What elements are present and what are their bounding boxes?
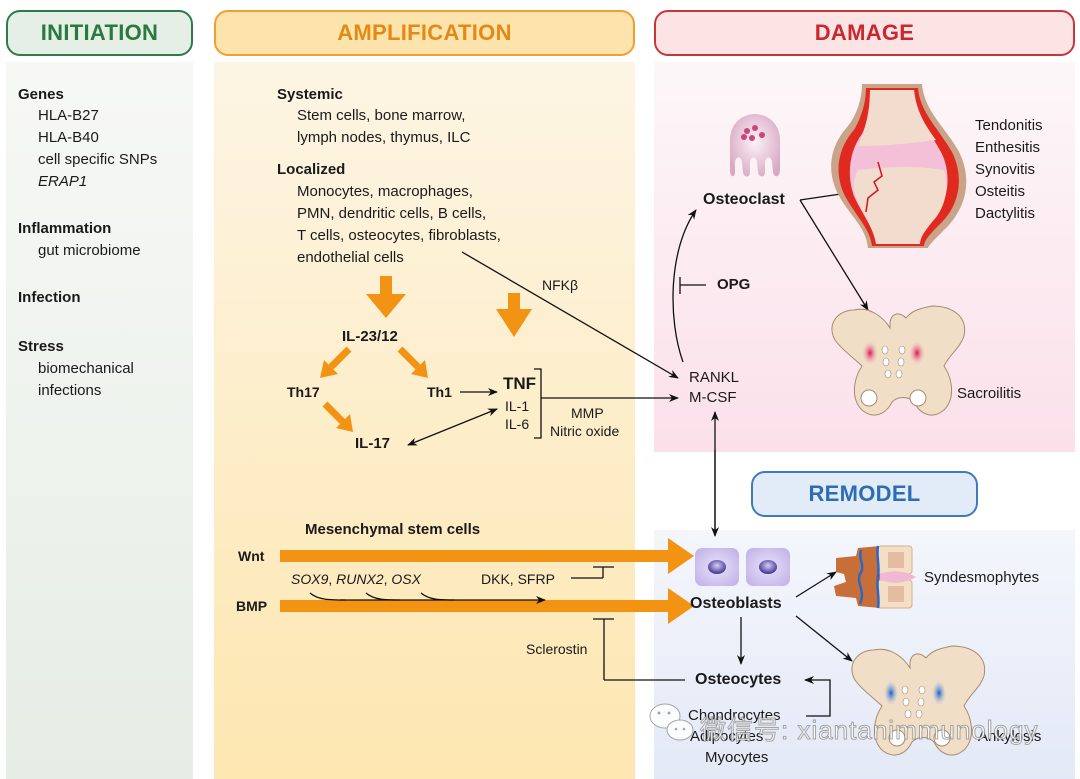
tnf-label: TNF bbox=[503, 374, 537, 393]
th1-label: Th1 bbox=[427, 384, 452, 400]
localized-line: endothelial cells bbox=[297, 249, 404, 266]
initiation-header: INITIATION bbox=[6, 10, 193, 56]
joint-condition: Synovitis bbox=[975, 161, 1036, 178]
il23-12-label: IL-23/12 bbox=[342, 328, 398, 345]
nfkb-label: NFKβ bbox=[542, 277, 579, 293]
systemic-title: Systemic bbox=[277, 86, 343, 103]
stress-title: Stress bbox=[18, 338, 64, 355]
gene-item: HLA-B27 bbox=[38, 107, 99, 124]
il17-tnf-arrow bbox=[407, 408, 498, 446]
gene-item: HLA-B40 bbox=[38, 129, 99, 146]
separator: , bbox=[328, 571, 333, 587]
osteoclast-pelvis-arrow bbox=[799, 199, 869, 311]
amplification-header: AMPLIFICATION bbox=[214, 10, 635, 56]
vertebrae-syndesmophytes-icon bbox=[834, 545, 916, 609]
remodel-header: REMODEL bbox=[751, 471, 978, 517]
damage-header: DAMAGE bbox=[654, 10, 1075, 56]
other-cell-type: Myocytes bbox=[705, 749, 769, 766]
transcription-factors: SOX9, RUNX2, OSX bbox=[291, 568, 421, 590]
pelvis-ankylosis-icon bbox=[851, 645, 986, 756]
watermark-text: 微信号: xiantanimmunology bbox=[699, 715, 1039, 746]
orange-arrow-down-2 bbox=[496, 293, 532, 337]
localized-line: Monocytes, macrophages, bbox=[297, 183, 473, 200]
nfkb-arrow bbox=[461, 251, 679, 379]
osx-label: OSX bbox=[391, 571, 421, 587]
opg-inhibition bbox=[679, 277, 706, 294]
osteoblast-syndesmophyte-arrow bbox=[795, 571, 837, 598]
sacroiliitis-label: Sacroilitis bbox=[957, 385, 1022, 402]
ankylosis-label: Ankylosis bbox=[978, 728, 1042, 745]
inflammation-title: Inflammation bbox=[18, 220, 112, 237]
orange-arrow-il23-th1 bbox=[397, 346, 428, 378]
localized-line: T cells, osteocytes, fibroblasts, bbox=[297, 227, 501, 244]
infection-title: Infection bbox=[18, 289, 81, 306]
osteoclast-icon bbox=[730, 114, 780, 177]
joint-condition: Dactylitis bbox=[975, 205, 1036, 222]
il1-label: IL-1 bbox=[505, 398, 530, 414]
syndesmophytes-label: Syndesmophytes bbox=[924, 569, 1040, 586]
sclerostin-inhibition bbox=[593, 618, 685, 681]
localized-title: Localized bbox=[277, 161, 346, 178]
dkk-sfrp-label: DKK, SFRP bbox=[481, 571, 555, 587]
osteoblast-cells-icon bbox=[695, 548, 790, 586]
other-cell-type: Chondrocytes bbox=[688, 707, 781, 724]
chondrocyte-osteocyte-arrow bbox=[804, 676, 831, 717]
osteoblasts-label: Osteoblasts bbox=[690, 595, 782, 612]
bmp-arrow bbox=[280, 588, 694, 624]
runx2-label: RUNX2 bbox=[336, 571, 384, 587]
osteoclast-label: Osteoclast bbox=[703, 191, 785, 208]
mcsf-label: M-CSF bbox=[689, 389, 737, 406]
stress-item: infections bbox=[38, 382, 102, 399]
il6-label: IL-6 bbox=[505, 416, 530, 432]
mmp-label: MMP bbox=[571, 405, 604, 421]
localized-line: PMN, dendritic cells, B cells, bbox=[297, 205, 487, 222]
opg-label: OPG bbox=[717, 276, 751, 293]
il17-label: IL-17 bbox=[355, 435, 391, 452]
rankl-label: RANKL bbox=[689, 369, 740, 386]
joint-condition: Enthesitis bbox=[975, 139, 1041, 156]
dkk-sfrp-inhibition bbox=[571, 566, 614, 579]
genes-title: Genes bbox=[18, 86, 64, 103]
sclerostin-label: Sclerostin bbox=[526, 641, 588, 657]
orange-arrow-il23-th17 bbox=[320, 346, 352, 378]
systemic-line: lymph nodes, thymus, ILC bbox=[297, 129, 471, 146]
cytokine-bracket bbox=[534, 368, 542, 439]
orange-arrow-th17-il17 bbox=[322, 401, 353, 432]
nitric-oxide-label: Nitric oxide bbox=[550, 423, 620, 439]
inflammation-item: gut microbiome bbox=[38, 242, 141, 259]
osteoblast-ankylosis-arrow bbox=[795, 615, 853, 662]
gene-item: ERAP1 bbox=[38, 173, 88, 190]
pelvis-sacroiliitis-icon bbox=[831, 305, 966, 416]
th17-label: Th17 bbox=[287, 384, 320, 400]
joint-condition: Osteitis bbox=[975, 183, 1026, 200]
other-cell-type: Adipocytes bbox=[690, 728, 764, 745]
initiation-panel bbox=[6, 62, 193, 779]
msc-title: Mesenchymal stem cells bbox=[305, 521, 481, 538]
gene-item: cell specific SNPs bbox=[38, 151, 158, 168]
orange-arrow-down-1 bbox=[366, 276, 406, 318]
transcription-factor-arrows bbox=[309, 592, 546, 604]
separator: , bbox=[383, 571, 388, 587]
wnt-label: Wnt bbox=[238, 548, 265, 564]
wechat-icon bbox=[649, 703, 694, 741]
bmp-label: BMP bbox=[236, 598, 268, 614]
stress-item: biomechanical bbox=[38, 360, 134, 377]
systemic-line: Stem cells, bone marrow, bbox=[297, 107, 466, 124]
sox9-label: SOX9 bbox=[291, 571, 329, 587]
wnt-arrow bbox=[280, 538, 694, 574]
osteocytes-label: Osteocytes bbox=[695, 671, 782, 688]
rankl-osteoclast-arrow bbox=[672, 209, 697, 363]
joint-condition: Tendonitis bbox=[975, 117, 1043, 134]
inflamed-joint-icon bbox=[831, 84, 967, 248]
